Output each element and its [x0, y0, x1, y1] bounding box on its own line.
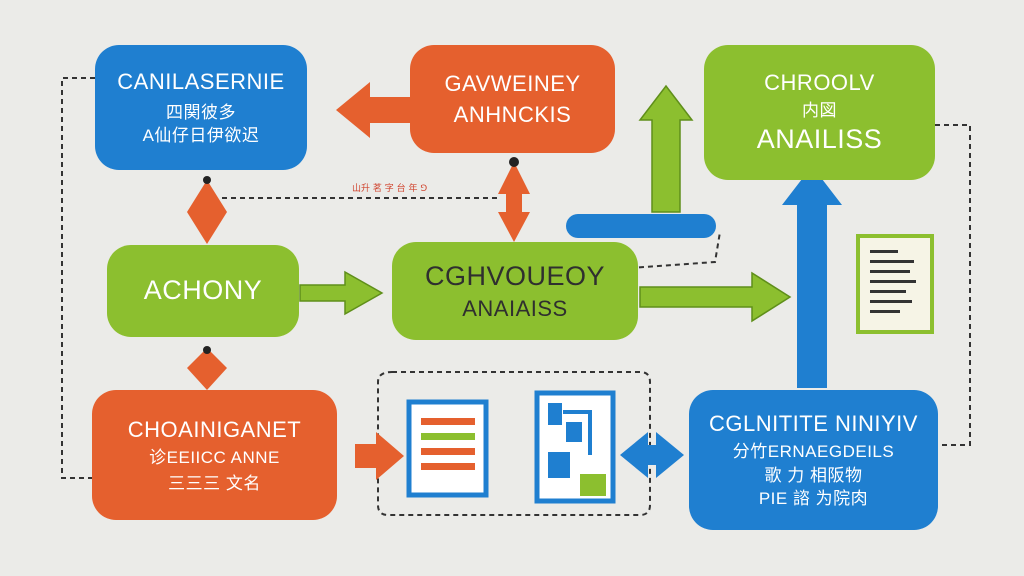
list-document-icon [856, 234, 934, 334]
joint-dot [203, 176, 211, 184]
arrow-left-orange [336, 82, 410, 138]
joint-dot [203, 346, 211, 354]
arrow-double-horizontal-blue [620, 432, 684, 478]
arrow-down-orange-1 [187, 180, 227, 244]
dashed-connector-left-loop [61, 77, 95, 479]
node-title: CGHVOUEOY [424, 260, 606, 291]
node-line: 内図 [802, 100, 837, 120]
node-title: CANILASERNIE [117, 69, 285, 95]
node-subtitle: ANAIAISS [462, 295, 568, 321]
node-gavweiney[interactable]: GAVWEINEY ANHNCKIS [410, 45, 615, 153]
node-subtitle: ANAILISS [756, 124, 883, 155]
node-line: A仙仔日伊欲迟 [142, 126, 260, 146]
document-icon [406, 399, 489, 498]
node-cghvoueoy[interactable]: CGHVOUEOY ANAIAISS [392, 242, 638, 340]
arrow-right-orange [355, 432, 404, 480]
node-title: CGLNITITE NINIYIV [709, 411, 918, 437]
node-subtitle: ANHNCKIS [453, 102, 572, 127]
node-line: PIE 諮 为院肉 [758, 489, 869, 509]
node-line: 诊ΕΕΙΙCC ANNE [149, 448, 280, 468]
arrow-double-vertical-orange [498, 162, 530, 242]
arrow-up-green [638, 84, 694, 213]
node-title: CHOAINIGANET [127, 416, 302, 442]
node-canilasernie[interactable]: CANILASERNIE 四関彼多 A仙仔日伊欲迟 [95, 45, 307, 170]
node-achony[interactable]: ACHONY [107, 245, 299, 337]
arrow-right-green-2 [639, 271, 792, 323]
node-cglnitite[interactable]: CGLNITITE NINIYIV 分竹ERNAEGDEILS 歌 力 相阪物 … [689, 390, 938, 530]
node-title: CHROOLV [764, 69, 875, 95]
node-line: 分竹ERNAEGDEILS [732, 442, 895, 462]
dashed-connector-mid [629, 231, 721, 269]
blue-bar-connector [566, 214, 716, 238]
node-line: 四関彼多 [166, 102, 236, 122]
node-title: GAVWEINEY [444, 70, 581, 96]
node-choainiganet[interactable]: CHOAINIGANET 诊ΕΕΙΙCC ANNE 三三三 文名 [92, 390, 337, 520]
flowchart-icon [534, 390, 616, 504]
node-line: 三三三 文名 [168, 473, 261, 493]
node-line: 歌 力 相阪物 [764, 465, 863, 485]
edge-note: 山升 茗 字 台 年 ꓨ [352, 184, 428, 194]
arrow-down-orange-2 [187, 348, 227, 390]
arrow-up-blue [782, 166, 842, 388]
dashed-connector-right-loop [935, 124, 971, 446]
node-chroolv[interactable]: CHROOLV 内図 ANAILISS [704, 45, 935, 180]
joint-dot [509, 157, 519, 167]
node-title: ACHONY [143, 275, 263, 306]
arrow-right-green-1 [299, 270, 384, 316]
